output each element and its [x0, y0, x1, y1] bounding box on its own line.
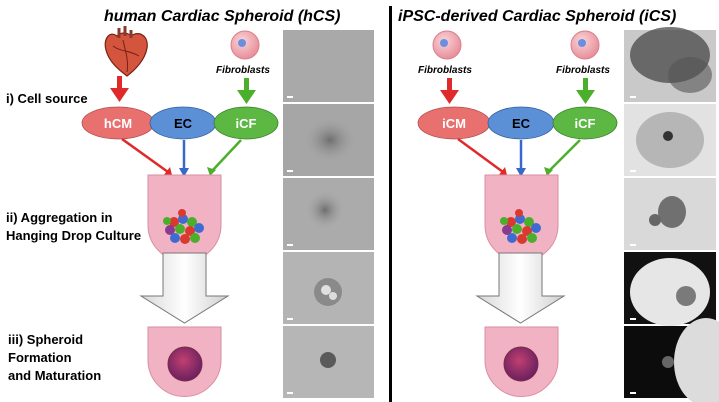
fibroblast-label: Fibroblasts	[216, 65, 270, 76]
big-down-arrow-icon-right	[475, 252, 566, 324]
right-panel-title: iPSC-derived Cardiac Spheroid (iCS)	[398, 8, 676, 25]
icm-label: iCM	[442, 116, 466, 131]
step-formation-label-line1: iii) Spheroid	[8, 332, 83, 347]
ec-label-right: EC	[512, 116, 531, 131]
heart-icon	[104, 26, 148, 77]
icf-label-right: iCF	[575, 116, 596, 131]
step-cell-source-label: i) Cell source	[6, 91, 88, 106]
fibroblast-label-left: Fibroblasts	[418, 65, 472, 76]
cell-nucleus-icon-right	[578, 39, 586, 47]
step-formation-label-line2: Formation	[8, 350, 72, 365]
cell-nucleus-icon	[238, 39, 246, 47]
spheroid-icon-right	[503, 346, 539, 382]
red-down-arrow-icon	[110, 76, 129, 102]
red-down-arrow-icon-right	[440, 78, 459, 104]
left-microscopy-column	[283, 30, 374, 398]
cell-aggregate-icon	[163, 209, 204, 244]
step-aggregation-label-line2: Hanging Drop Culture	[6, 228, 141, 243]
icf-cell-ellipse	[213, 106, 279, 140]
right-microscopy-column	[624, 27, 719, 402]
icf-label: iCF	[236, 116, 257, 131]
icf-cell-ellipse-right	[552, 106, 618, 140]
step-formation-label-line3: and Maturation	[8, 368, 101, 383]
ec-label: EC	[174, 116, 193, 131]
fibroblast-label-right: Fibroblasts	[556, 65, 610, 76]
green-down-arrow-icon	[237, 78, 256, 104]
hcm-label: hCM	[104, 116, 132, 131]
big-down-arrow-icon	[139, 252, 230, 324]
cell-aggregate-icon-right	[500, 209, 541, 244]
cell-nucleus-icon-left	[440, 39, 448, 47]
step-aggregation-label-line1: ii) Aggregation in	[6, 210, 112, 225]
spheroid-icon	[167, 346, 203, 382]
green-down-arrow-icon-right	[576, 78, 595, 104]
panel-divider	[389, 6, 392, 402]
left-panel-title: human Cardiac Spheroid (hCS)	[104, 8, 340, 25]
micrograph-1	[283, 30, 374, 102]
converging-arrows	[121, 137, 242, 177]
converging-arrows-right	[457, 137, 581, 177]
